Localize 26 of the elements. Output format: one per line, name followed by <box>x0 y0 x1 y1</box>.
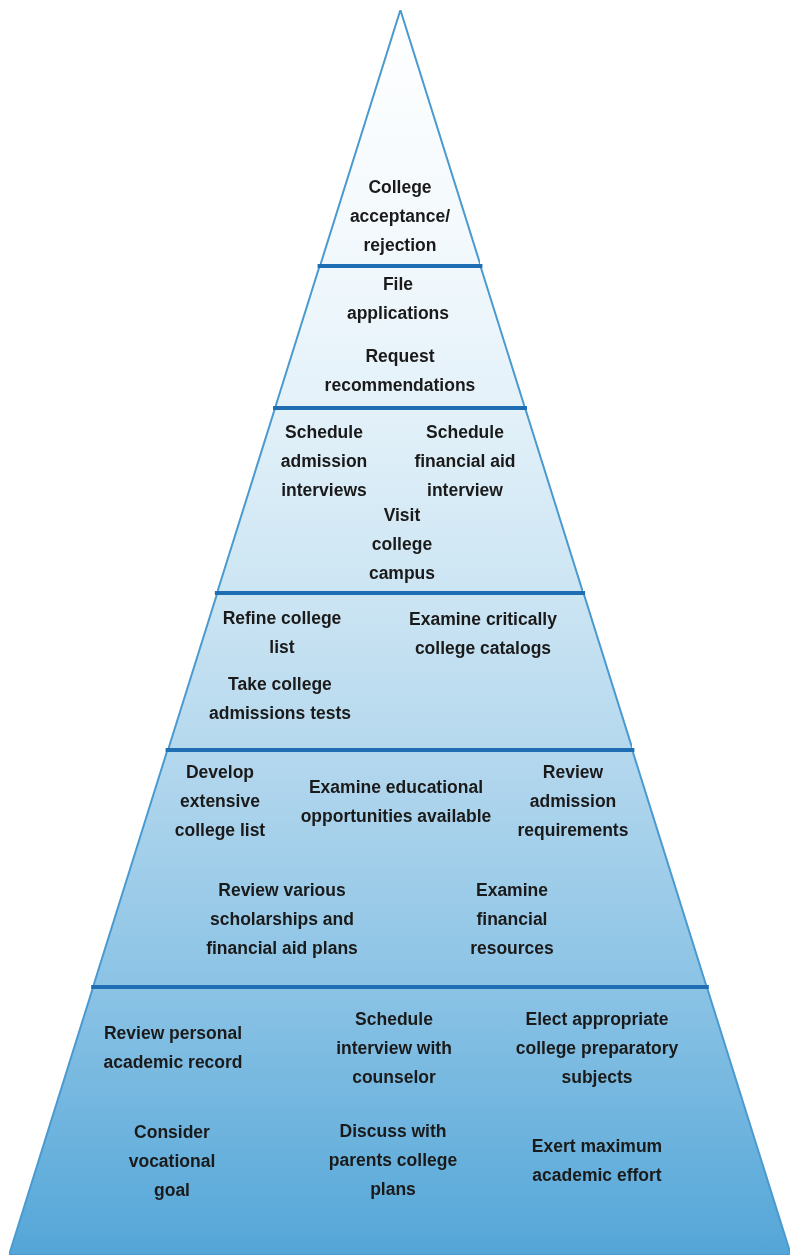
step-text: Visit college campus <box>367 503 437 585</box>
step-text: Exert maximum academic effort <box>530 1135 664 1187</box>
step-text: Review personal academic record <box>103 1022 243 1074</box>
step-text: Consider vocational goal <box>127 1120 217 1202</box>
step-text: Review admission requirements <box>516 760 630 842</box>
step-text: College acceptance/ rejection <box>348 175 452 257</box>
step-text: Elect appropriate college preparatory subjects <box>514 1007 680 1089</box>
step-text: Schedule interview with counselor <box>335 1007 453 1089</box>
step-text: Schedule financial aid interview <box>413 420 517 502</box>
step-text: Refine college list <box>221 607 343 659</box>
pyramid-tier <box>9 987 790 1255</box>
step-text: Examine critically college catalogs <box>408 608 558 660</box>
step-text: Develop extensive college list <box>173 760 267 842</box>
pyramid-tier <box>167 593 633 750</box>
pyramid-tier <box>93 750 707 987</box>
step-text: Take college admissions tests <box>208 673 352 725</box>
step-text: Review various scholarships and financial aid plans <box>205 878 359 960</box>
step-text: Request recommendations <box>323 345 477 397</box>
pyramid-tier <box>275 266 525 408</box>
step-text: Examine financial resources <box>469 878 555 960</box>
pyramid-tier <box>319 10 481 266</box>
step-text: Discuss with parents college plans <box>327 1119 459 1201</box>
step-text: Examine educational opportunities available <box>300 776 492 828</box>
step-text: Schedule admission interviews <box>279 420 369 502</box>
step-text: File applications <box>345 273 451 325</box>
pyramid-tier <box>216 408 584 593</box>
